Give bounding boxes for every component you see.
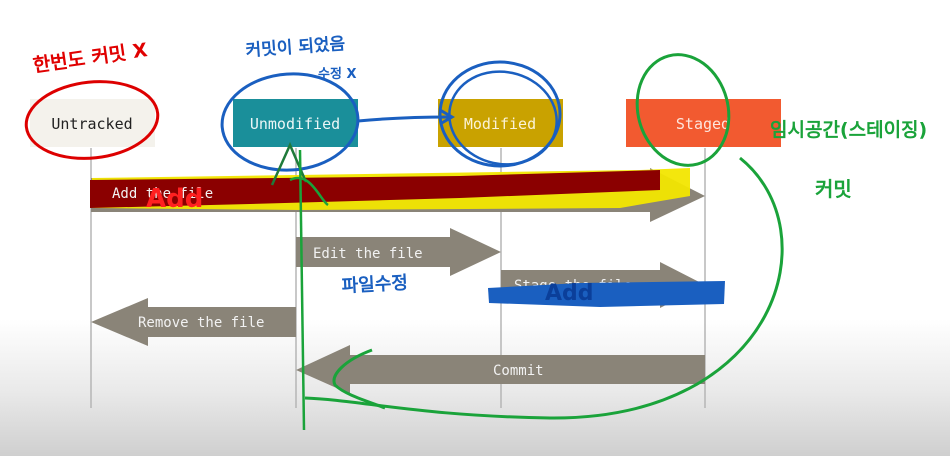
staged-label: Staged <box>676 115 730 133</box>
green-hook-mark <box>289 176 329 207</box>
untracked-box <box>30 99 155 147</box>
modified-label: Modified <box>464 115 536 133</box>
arrow-edit-the-file: Edit the file <box>296 228 501 276</box>
unmodified-label: Unmodified <box>250 115 340 133</box>
blue-circle-modified <box>438 60 562 168</box>
blue-highlight <box>488 281 725 307</box>
red-highlight <box>90 170 660 208</box>
unmodified-note-1: 커밋이 되었음 <box>245 33 346 61</box>
add-handwritten-note: Add <box>146 184 203 214</box>
stage-handwritten-note: Add <box>545 281 594 306</box>
arrow-commit: Commit <box>296 345 705 394</box>
arrow-stage-the-file: Stage the file Add <box>488 262 725 308</box>
commit-arrow-label: Commit <box>493 363 544 379</box>
commit-note: 커밋 <box>815 177 852 201</box>
state-modified: Modified <box>438 99 563 147</box>
unmodified-box <box>233 99 358 147</box>
edit-arrow-shape <box>296 228 501 276</box>
edit-arrow-label: Edit the file <box>313 246 423 262</box>
commit-arrow-shape <box>296 345 705 394</box>
blue-connector-line <box>357 115 451 123</box>
untracked-label: Untracked <box>51 115 132 133</box>
annotation-edit: 파일수정 <box>341 273 408 297</box>
arrow-remove-the-file: Remove the file <box>91 298 296 346</box>
staged-note: 임시공간(스테이징) <box>770 119 927 141</box>
blue-circle-modified-inner <box>448 70 558 166</box>
unmodified-note-2: 수정 X <box>318 66 356 82</box>
add-arrow-label: Add the file <box>112 186 213 202</box>
annotation-modified-link <box>357 60 562 168</box>
blue-circle-unmodified <box>220 72 360 172</box>
green-circle-staged <box>635 53 731 167</box>
remove-arrow-label: Remove the file <box>138 315 264 331</box>
green-arrowhead-mark <box>332 348 386 410</box>
arrow-add-the-file: Add the file Add <box>90 168 705 222</box>
annotation-staged: 임시공간(스테이징) 커밋 <box>289 53 927 431</box>
modified-box <box>438 99 563 147</box>
state-unmodified: Unmodified <box>233 99 358 147</box>
untracked-note: 한번도 커밋 X <box>32 39 150 77</box>
staged-box <box>626 99 781 147</box>
edit-note: 파일수정 <box>341 273 408 297</box>
green-vertical-line <box>298 149 306 431</box>
state-untracked: Untracked <box>30 99 155 147</box>
red-circle <box>24 80 160 160</box>
blue-connector-arrowhead <box>439 108 455 126</box>
remove-arrow-shape <box>91 298 296 346</box>
state-staged: Staged <box>626 99 781 147</box>
